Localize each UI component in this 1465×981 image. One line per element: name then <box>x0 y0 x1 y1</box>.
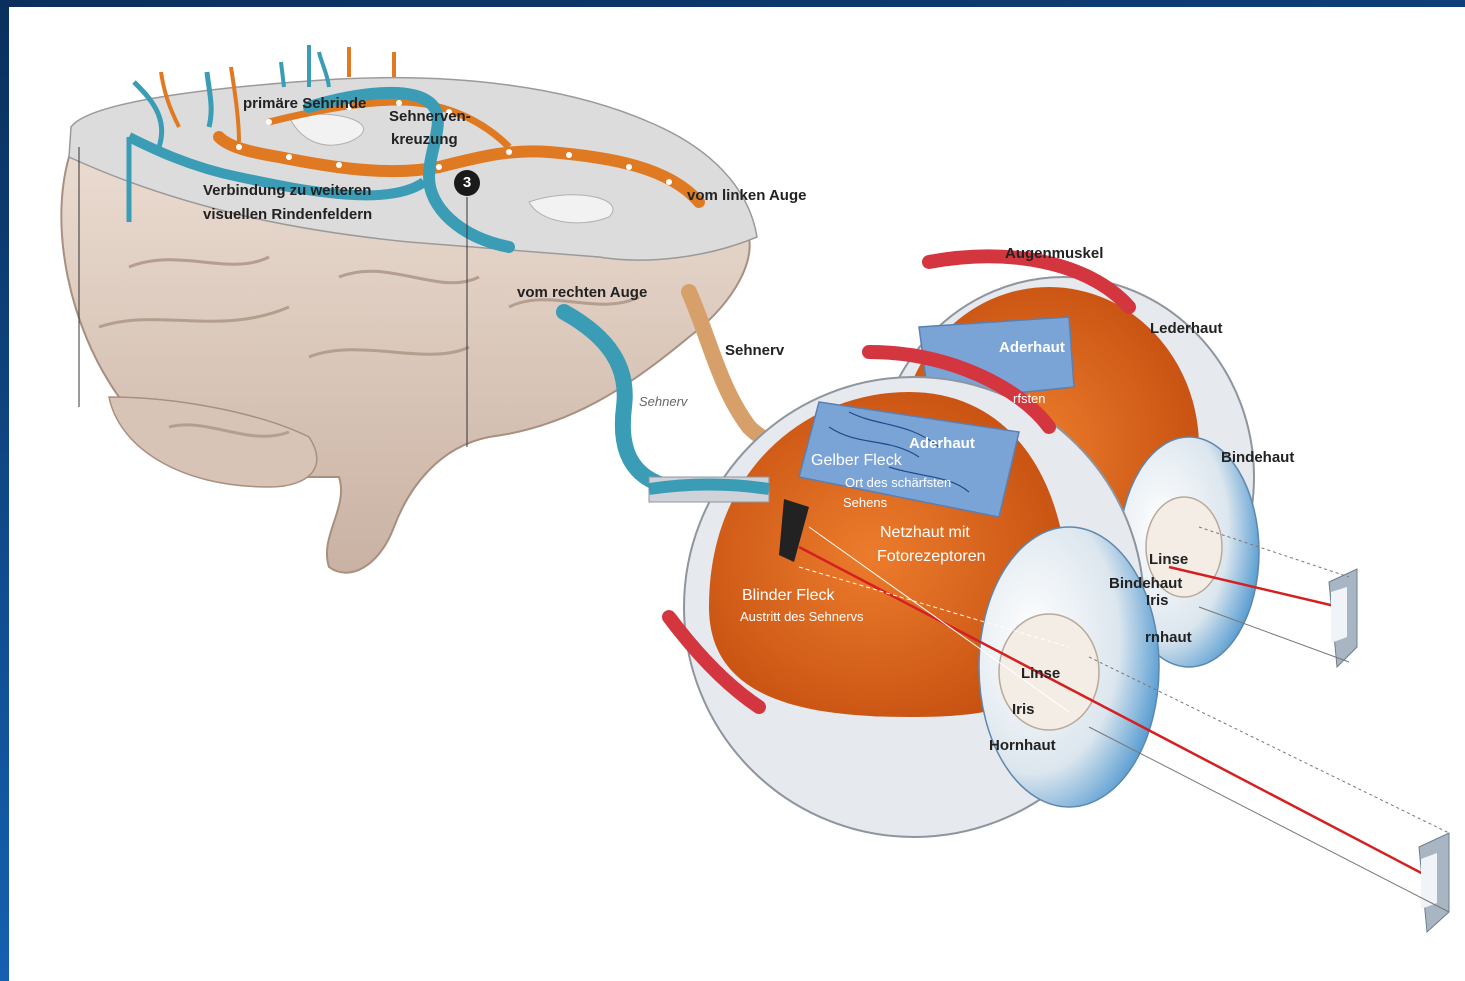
label-yellow-spot-sub2: Sehens <box>843 494 887 511</box>
label-choroid-front: Aderhaut <box>909 435 975 452</box>
label-sclera: Lederhaut <box>1150 320 1223 337</box>
window-frame-top <box>0 0 1465 7</box>
label-yellow-spot-sub1: Ort des schärfsten <box>845 474 951 491</box>
window-frame-left <box>0 0 9 981</box>
label-cornea-back-fragment: rnhaut <box>1145 629 1192 646</box>
label-choroid-back: Aderhaut <box>999 339 1065 356</box>
label-retina-1: Netzhaut mit <box>880 524 970 541</box>
label-blind-spot: Blinder Fleck <box>742 587 834 604</box>
label-blind-spot-sub: Austritt des Sehnervs <box>740 608 864 625</box>
label-iris-back: Iris <box>1146 592 1169 609</box>
label-conjunctiva-front: Bindehaut <box>1109 575 1182 592</box>
label-lens-back: Linse <box>1149 551 1188 568</box>
label-primary-visual-cortex: primäre Sehrinde <box>243 95 366 112</box>
label-from-right-eye: vom rechten Auge <box>517 284 647 301</box>
label-conjunctiva-back: Bindehaut <box>1221 449 1294 466</box>
label-optic-chiasm-1: Sehnerven- <box>389 108 471 125</box>
label-optic-nerve: Sehnerv <box>725 342 784 359</box>
label-choroid-back-fragment: rfsten <box>1013 390 1046 407</box>
label-retina-2: Fotorezeptoren <box>877 548 986 565</box>
anatomy-illustration <box>9 7 1465 981</box>
label-optic-chiasm-2: kreuzung <box>391 131 458 148</box>
label-cornea-front: Hornhaut <box>989 737 1056 754</box>
label-connection-1: Verbindung zu weiteren <box>203 182 371 199</box>
label-yellow-spot: Gelber Fleck <box>811 452 902 469</box>
illustration-panel: primäre Sehrinde Sehnerven- kreuzung Ver… <box>9 7 1465 981</box>
label-from-left-eye: vom linken Auge <box>687 187 806 204</box>
label-iris-front: Iris <box>1012 701 1035 718</box>
label-optic-nerve-on-nerve: Sehnerv <box>639 393 687 410</box>
label-lens-front: Linse <box>1021 665 1060 682</box>
step-number-badge: 3 <box>454 170 480 196</box>
label-connection-2: visuellen Rindenfeldern <box>203 206 372 223</box>
label-eye-muscle: Augenmuskel <box>1005 245 1103 262</box>
